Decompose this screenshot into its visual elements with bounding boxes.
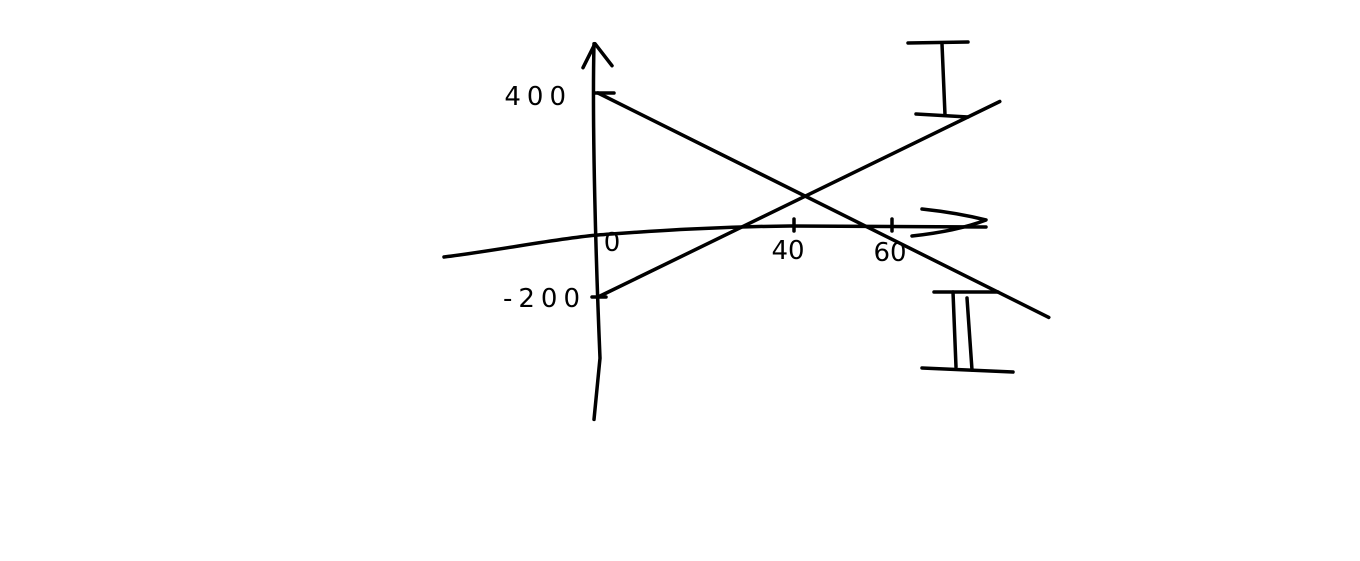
numeral-i-bottom [914,112,970,119]
y-axis-line [591,41,602,422]
numeral-i-stem [940,42,947,117]
ticks [590,91,894,299]
x-axis-line [442,224,988,259]
y-tick-label: -200 [503,284,586,314]
x-tick-label: 60 [873,238,906,268]
x-axis-arrowhead [910,207,988,238]
series-label-2 [920,290,1015,374]
axes [442,41,988,422]
numeral-ii-stem-2 [965,296,974,372]
numeral-ii-bottom [920,366,1015,374]
x-tick-label: 40 [771,236,804,266]
x-tick-label: 0 [604,228,621,258]
y-tick-label: 400 [504,82,572,112]
series-layer [596,91,1051,320]
numeral-i-top [906,40,970,45]
numeral-ii-stem-1 [951,290,958,369]
labels: 0 40 60 400 -200 [503,40,1015,374]
series-label-1 [906,40,970,119]
series-line-2 [596,91,1051,320]
series-line-1 [596,99,1002,299]
y-axis-arrowhead [581,41,614,70]
